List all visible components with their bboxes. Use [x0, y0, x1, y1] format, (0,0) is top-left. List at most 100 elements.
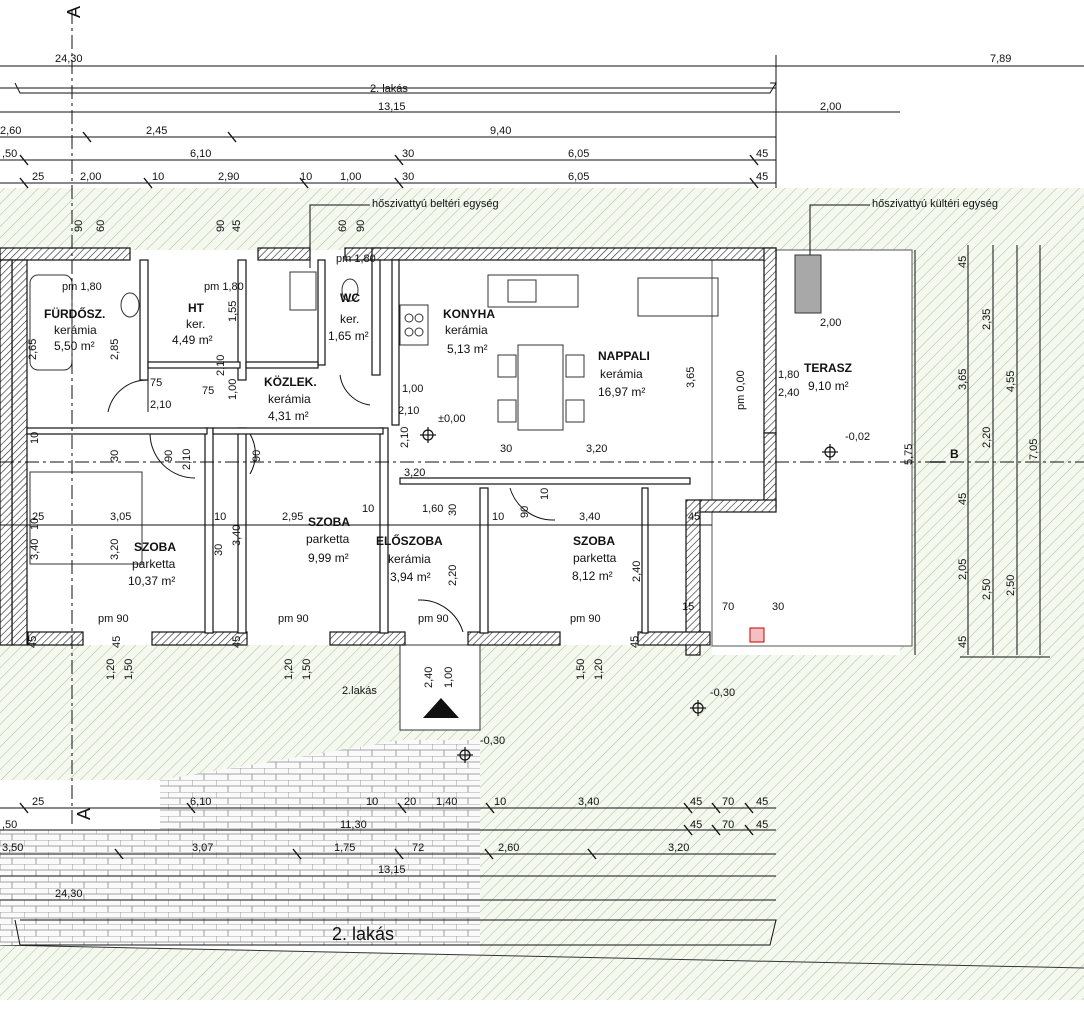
dimension-label: 45: [957, 493, 969, 505]
dimension-label: 10: [214, 511, 226, 523]
dimension-label: 2,20: [981, 427, 993, 448]
callout-leaders: [309, 204, 870, 268]
dimension-label: parketta: [132, 557, 176, 571]
dimension-label: ,50: [2, 819, 17, 831]
dimension-label: 2,95: [282, 511, 303, 523]
dimension-label: 75: [150, 377, 162, 389]
dimension-label: 90: [215, 220, 227, 232]
dimension-label: 2,40: [631, 561, 643, 582]
dimension-label: kerámia: [445, 323, 488, 337]
dimension-label: 2,10: [181, 449, 193, 470]
dimension-label: 1,20: [593, 659, 605, 680]
dimension-label: 30: [447, 504, 459, 516]
dim-total-top: 24,30: [55, 53, 83, 65]
dimension-label: 30: [213, 544, 225, 556]
dimension-label: 3,40: [231, 525, 243, 546]
level-markers: [420, 427, 838, 763]
dimension-label: 75: [202, 385, 214, 397]
dimension-label: 10,37 m²: [128, 574, 175, 588]
dim-13-15: 13,15: [378, 101, 406, 113]
dimension-label: ,50: [2, 148, 17, 160]
dim-right-top: 7,89: [990, 53, 1011, 65]
dimension-label: 8,12 m²: [572, 569, 613, 583]
dimension-label: 6,10: [190, 796, 211, 808]
dimension-label: NAPPALI: [598, 349, 650, 363]
dimension-label: 45: [629, 636, 641, 648]
paving: [0, 740, 480, 945]
dimension-label: 1,80: [778, 369, 799, 381]
dimension-label: 3,40: [578, 796, 599, 808]
dimension-label: 72: [412, 842, 424, 854]
dimension-label: 45: [688, 511, 700, 523]
dimension-label: -0,02: [845, 431, 870, 443]
dimension-label: 3,40: [579, 511, 600, 523]
dimension-label: 4,31 m²: [268, 409, 309, 423]
dimension-label: 15: [682, 601, 694, 613]
terrace-area: [711, 249, 913, 647]
dimension-label: 2,05: [957, 559, 969, 580]
dimension-label: 24,30: [55, 888, 83, 900]
dimension-label: 1,40: [436, 796, 457, 808]
entrance-arrow-icon: [423, 698, 459, 718]
dimension-label: SZOBA: [134, 540, 176, 554]
dimension-label: 45: [27, 636, 39, 648]
dimension-label: 45: [756, 148, 768, 160]
unit-label-bottom: 2. lakás: [332, 924, 394, 944]
dimension-label: 1,00: [340, 171, 361, 183]
dimension-label: 1,50: [575, 659, 587, 680]
dimension-label: 3,65: [957, 369, 969, 390]
dimension-label: 10: [492, 511, 504, 523]
dimension-label: 2,60: [0, 125, 21, 137]
dimension-label: 60: [337, 220, 349, 232]
dimension-label: 2,20: [447, 565, 459, 586]
dimension-label: 6,05: [568, 148, 589, 160]
dimension-label: 45: [957, 636, 969, 648]
dimension-label: 2,40: [423, 667, 435, 688]
dimension-label: pm 1,80: [204, 281, 244, 293]
dimension-label: 3,94 m²: [390, 570, 431, 584]
dimension-label: 90: [73, 220, 85, 232]
dimension-label: 10: [362, 503, 374, 515]
dimension-label: ±0,00: [438, 413, 465, 425]
dimension-label: 2,10: [398, 405, 419, 417]
outdoor-unit-note: hőszivattyú kültéri egység: [872, 198, 998, 210]
dimension-label: 30: [402, 171, 414, 183]
dimension-label: 1,65 m²: [328, 329, 369, 343]
dimension-label: parketta: [306, 532, 350, 546]
dimension-label: pm 90: [418, 613, 449, 625]
dimension-label: 13,15: [378, 864, 406, 876]
section-a-bottom: A: [74, 808, 94, 820]
dimension-label: 6,05: [568, 171, 589, 183]
dimension-label: 2,10: [399, 427, 411, 448]
door-swings: [107, 374, 556, 633]
dimension-label: 45: [231, 220, 243, 232]
dimension-label: 90: [355, 220, 367, 232]
dimension-label: SZOBA: [308, 515, 350, 529]
dimension-label: 30: [772, 601, 784, 613]
dimension-label: pm 90: [98, 613, 129, 625]
dimension-label: 3,20: [586, 443, 607, 455]
dimension-label: 10: [29, 432, 41, 444]
dimension-label: ELŐSZOBA: [376, 533, 443, 548]
dimension-lines: [0, 55, 1084, 901]
dimension-label: 1,20: [283, 659, 295, 680]
dimension-label: 1,50: [301, 659, 313, 680]
dimension-label: kerámia: [600, 367, 643, 381]
dimension-label: 2,60: [498, 842, 519, 854]
dimension-label: 1,20: [105, 659, 117, 680]
dimension-label: 10: [300, 171, 312, 183]
dimension-label: 7,05: [1028, 439, 1040, 460]
dimension-label: parketta: [573, 551, 617, 565]
dimension-label: 30: [500, 443, 512, 455]
dimension-label: 1,55: [227, 301, 239, 322]
dimension-label: KONYHA: [443, 307, 495, 321]
dimension-label: 45: [231, 636, 243, 648]
dimension-label: 10: [539, 488, 551, 500]
dimension-label: 10: [29, 518, 41, 530]
dimension-label: 45: [756, 796, 768, 808]
dimension-label: 2,00: [820, 317, 841, 329]
dimension-label: 10: [494, 796, 506, 808]
dimension-label: 10: [366, 796, 378, 808]
